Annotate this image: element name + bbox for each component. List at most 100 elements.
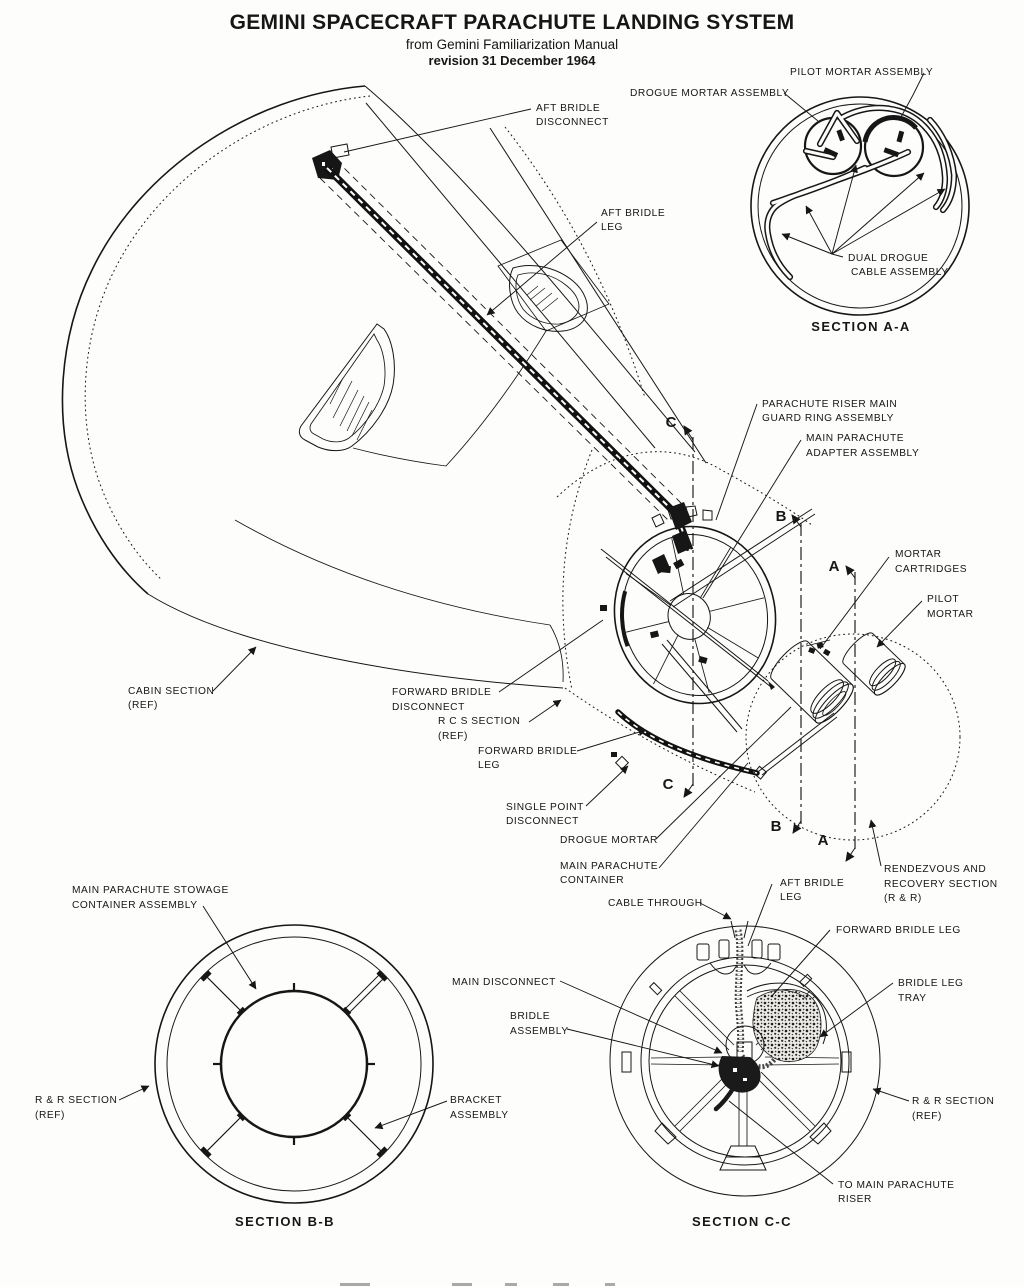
bridle-leg-rods — [600, 508, 838, 776]
label-stowage-l1: MAIN PARACHUTE STOWAGE — [72, 885, 229, 896]
rcs-rr-dotted-outlines — [556, 449, 961, 841]
label-parachute-riser-l2: GUARD RING ASSEMBLY — [762, 413, 894, 424]
cutting-plane-c — [683, 425, 694, 798]
label-main-container-l1: MAIN PARACHUTE — [560, 861, 658, 872]
label-drogue-mortar-assembly: DROGUE MORTAR ASSEMBLY — [630, 88, 789, 99]
label-fwd-bridle-disconnect-l2: DISCONNECT — [392, 702, 465, 713]
container-alignment-ticks — [213, 983, 375, 1145]
cabin-cone-outline — [61, 85, 696, 689]
section-cc-view: CABLE THROUGH AFT BRIDLE LEG FORWARD BRI… — [452, 878, 994, 1229]
label-drogue-mortar: DROGUE MORTAR — [560, 835, 658, 846]
spoke-feet — [654, 1122, 832, 1171]
label-aft-bridle-leg-l2: LEG — [601, 222, 623, 233]
pilot-mortar-heavy-arc — [862, 115, 918, 143]
forward-bridle-leg-band — [615, 709, 768, 780]
label-rr-bb-l2: (REF) — [35, 1110, 65, 1121]
label-parachute-riser-l1: PARACHUTE RISER MAIN — [762, 399, 897, 410]
label-fwd-bridle-disconnect-l1: FORWARD BRIDLE — [392, 687, 491, 698]
mortar-mount-fittings — [823, 129, 905, 158]
label-fwd-bridle-leg-l2: LEG — [478, 760, 500, 771]
drogue-mortar-drum — [770, 640, 854, 724]
wheel-rim-outer — [640, 956, 850, 1166]
label-rendezvous-l2: RECOVERY SECTION — [884, 879, 998, 890]
label-bridle-tray-l1: BRIDLE LEG — [898, 978, 964, 989]
right-window — [509, 265, 588, 332]
section-cc-leaders — [559, 883, 910, 1185]
cutting-plane-a — [845, 565, 856, 862]
label-mortar-cartridges-l1: MORTAR — [895, 549, 942, 560]
section-bb-caption: SECTION B-B — [235, 1214, 335, 1229]
page-title: GEMINI SPACECRAFT PARACHUTE LANDING SYST… — [229, 11, 795, 34]
mortar-cartridge-cluster — [805, 639, 831, 657]
label-single-point-l1: SINGLE POINT — [506, 802, 584, 813]
label-fwd-leg-cc: FORWARD BRIDLE LEG — [836, 925, 961, 936]
cut-letter-c-top: C — [666, 414, 677, 431]
label-main-container-l2: CONTAINER — [560, 875, 624, 886]
label-bridle-assembly-l2: ASSEMBLY — [510, 1026, 569, 1037]
section-bb-leaders — [118, 905, 448, 1130]
cut-letter-b-top: B — [776, 508, 787, 525]
bridle-channel-seams — [319, 102, 707, 523]
section-aa-leaders — [781, 72, 946, 258]
label-aft-bridle-leg-l1: AFT BRIDLE — [601, 208, 665, 219]
guard-ring-castellations — [651, 505, 713, 574]
cut-letter-b-bottom: B — [771, 818, 782, 835]
label-stowage-l2: CONTAINER ASSEMBLY — [72, 900, 198, 911]
label-bridle-assembly-l1: BRIDLE — [510, 1011, 550, 1022]
label-main-adapter-l1: MAIN PARACHUTE — [806, 433, 904, 444]
label-main-adapter-l2: ADAPTER ASSEMBLY — [806, 448, 919, 459]
label-single-point-l2: DISCONNECT — [506, 816, 579, 827]
rim-clips — [621, 973, 852, 1073]
label-dual-drogue-l1: DUAL DROGUE — [848, 253, 928, 264]
label-rr-cc-l1: R & R SECTION — [912, 1096, 994, 1107]
cut-letter-c-bottom: C — [663, 776, 674, 793]
label-pilot-mortar-l2: MORTAR — [927, 609, 974, 620]
label-rr-cc-l2: (REF) — [912, 1111, 942, 1122]
cable-entry-castellations — [696, 920, 781, 975]
section-bb-view: MAIN PARACHUTE STOWAGE CONTAINER ASSEMBL… — [35, 885, 509, 1229]
section-aa-caption: SECTION A-A — [811, 319, 910, 334]
cutting-plane-letters: C C B B A A — [663, 414, 840, 849]
label-aft-leg-cc-l1: AFT BRIDLE — [780, 878, 844, 889]
aft-bridle-cable — [324, 165, 694, 552]
label-rendezvous-l1: RENDEZVOUS AND — [884, 864, 986, 875]
main-parachute-container-ring — [613, 525, 777, 705]
page-subtitle: from Gemini Familiarization Manual — [405, 37, 619, 52]
cabin-panel-seams — [234, 239, 610, 683]
pilot-mortar-drum — [842, 632, 906, 696]
label-to-riser-l2: RISER — [838, 1194, 872, 1205]
page-revision: revision 31 December 1964 — [428, 53, 596, 68]
label-aft-leg-cc-l2: LEG — [780, 892, 802, 903]
section-aa-view: PILOT MORTAR ASSEMBLY DROGUE MORTAR ASSE… — [630, 67, 970, 334]
label-to-riser-l1: TO MAIN PARACHUTE — [838, 1180, 955, 1191]
cut-letter-a-bottom: A — [818, 832, 829, 849]
left-window-hatching — [329, 377, 373, 441]
label-rcs-section-l2: (REF) — [438, 731, 468, 742]
bridle-leg-tray-region — [746, 982, 827, 1062]
section-bb-outer-ring — [154, 924, 434, 1204]
cutting-plane-b — [791, 514, 802, 834]
bracket-struts — [200, 970, 388, 1158]
label-cable-through: CABLE THROUGH — [608, 898, 703, 909]
section-cc-caption: SECTION C-C — [692, 1214, 792, 1229]
section-aa-outer-ring — [750, 96, 970, 316]
main-spacecraft-view: C C B B A A — [61, 85, 998, 904]
label-aft-bridle-disconnect-l2: DISCONNECT — [536, 117, 609, 128]
single-point-disconnect-hardware — [611, 752, 630, 770]
right-window-hatching — [526, 285, 559, 312]
cut-letter-a-top: A — [829, 558, 840, 575]
label-rcs-section-l1: R C S SECTION — [438, 716, 520, 727]
section-bb-inner-ring — [166, 936, 422, 1192]
label-bridle-tray-l2: TRAY — [898, 993, 927, 1004]
label-fwd-bridle-leg-l1: FORWARD BRIDLE — [478, 746, 577, 757]
label-cabin-section-l2: (REF) — [128, 700, 158, 711]
main-view-labels: AFT BRIDLE DISCONNECT AFT BRIDLE LEG PAR… — [128, 103, 998, 904]
main-view-leader-lines — [212, 108, 923, 869]
label-pilot-mortar-l1: PILOT — [927, 594, 959, 605]
label-cabin-section-l1: CABIN SECTION — [128, 686, 214, 697]
label-bracket-l2: ASSEMBLY — [450, 1110, 509, 1121]
label-pilot-mortar-assembly: PILOT MORTAR ASSEMBLY — [790, 67, 933, 78]
dual-drogue-cable-tubes — [764, 104, 958, 281]
